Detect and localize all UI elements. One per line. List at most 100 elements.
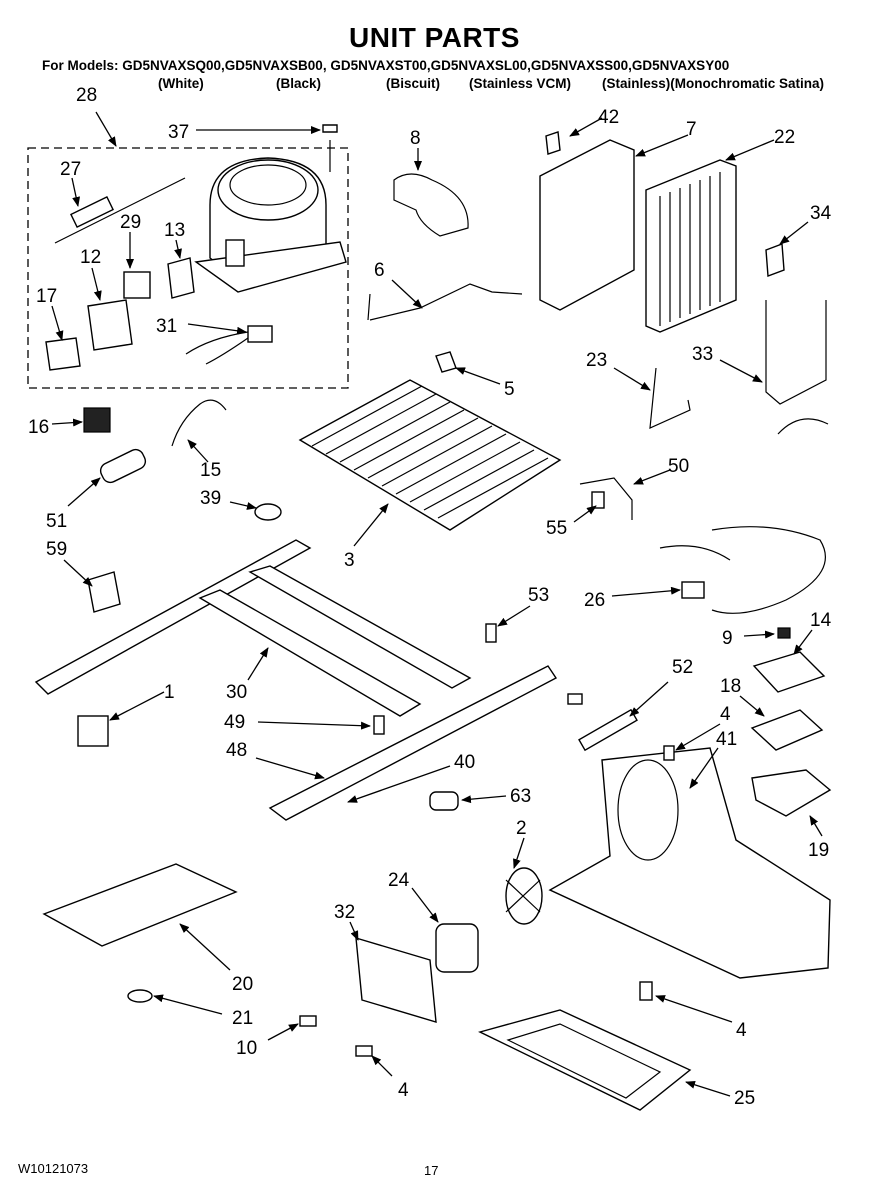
callout-34: 34 [810,203,832,224]
callout-labels: 28 37 8 42 7 22 27 29 13 12 34 6 17 31 5… [28,85,832,1109]
callout-26: 26 [584,590,605,611]
evaporator-cover-drawing [539,139,635,311]
callout-49: 49 [224,712,245,733]
callout-4-upper: 4 [720,704,731,725]
variant-black: (Black) [276,76,322,91]
screw-55-drawing [591,491,605,509]
callout-2: 2 [516,818,527,839]
callout-40: 40 [454,752,475,773]
callout-37: 37 [168,122,189,143]
callout-4-right: 4 [736,1020,747,1041]
start-device-drawing [87,299,133,351]
bracket-34-drawing [765,243,785,277]
callout-17: 17 [36,286,57,307]
callout-31: 31 [156,316,177,337]
machine-compartment-pan-drawing [548,747,831,979]
callout-7: 7 [686,119,697,140]
wire-harness-drawing [659,418,829,614]
callout-27: 27 [60,159,81,180]
compressor-drawing [194,124,347,293]
panel-20-drawing [42,863,238,947]
part-51-drawing [99,448,147,484]
screw-10-drawing [299,1015,317,1027]
base-frame-drawing [34,539,558,821]
callout-30: 30 [226,682,247,703]
callout-5: 5 [504,379,515,400]
callout-19: 19 [808,840,829,861]
callout-33: 33 [692,344,713,365]
callout-29: 29 [120,212,141,233]
part-59-drawing [87,571,121,613]
screw-40-drawing [567,693,583,705]
callout-3: 3 [344,550,355,571]
callout-51: 51 [46,511,67,532]
overload-wire-drawing [54,177,186,244]
part-1-drawing [77,715,109,747]
callout-24: 24 [388,870,410,891]
callout-4-bottom: 4 [398,1080,409,1101]
leader-lines [51,111,823,1097]
callout-16: 16 [28,417,49,438]
variant-white: (White) [158,76,204,91]
motor-bracket-drawing [355,937,437,1023]
document-number: W10121073 [18,1161,89,1176]
clip-drawing [545,131,561,155]
part-16-drawing [83,407,111,433]
fan-motor-drawing [435,923,479,973]
callout-39: 39 [200,488,221,509]
wire-23-drawing [649,367,691,429]
callout-32: 32 [334,902,355,923]
page-number: 17 [424,1163,439,1178]
callout-41: 41 [716,729,737,750]
callout-1: 1 [164,682,175,703]
compressor-harness-drawing [185,325,273,365]
clip-5-drawing [435,351,457,373]
callout-55: 55 [546,518,567,539]
control-cover-drawing [752,651,826,693]
evaporator-coil-drawing [645,159,737,333]
callout-10: 10 [236,1038,257,1059]
variant-stainless-monochromatic: (Stainless)(Monochromatic Satina) [602,76,825,91]
tube-8-drawing [393,173,469,237]
callout-21: 21 [232,1008,253,1029]
callout-18: 18 [720,676,741,697]
callout-28: 28 [76,85,97,106]
screw-49-drawing [373,715,385,735]
condenser-drawing [298,379,562,531]
callout-14: 14 [810,610,832,631]
callout-12: 12 [80,247,101,268]
callout-50: 50 [668,456,689,477]
callout-63: 63 [510,786,531,807]
callout-52: 52 [672,657,693,678]
screw-53-drawing [485,623,497,643]
callout-42: 42 [598,107,619,128]
variant-stainless-vcm: (Stainless VCM) [469,76,572,91]
relay-drawing [123,271,151,299]
callout-13: 13 [164,220,185,241]
callout-53: 53 [528,585,549,606]
tube-6-drawing [367,283,523,321]
callout-22: 22 [774,127,795,148]
screw-4a-drawing [355,1045,373,1057]
callout-59: 59 [46,539,67,560]
foot-21-drawing [127,989,153,1003]
part-9-drawing [777,627,791,639]
model-list: For Models: GD5NVAXSQ00,GD5NVAXSB00, GD5… [42,58,730,73]
screw-4b-drawing [639,981,653,1001]
callout-9: 9 [722,628,733,649]
part-63-drawing [429,791,459,811]
callout-15: 15 [200,460,221,481]
terminal-cover-drawing [45,337,81,371]
tube-33-drawing [765,300,827,405]
variant-biscuit: (Biscuit) [386,76,440,91]
callout-25: 25 [734,1088,755,1109]
page-title: UNIT PARTS [349,22,520,53]
drain-pan-drawing [478,1009,692,1111]
control-board-drawing [750,709,824,751]
compressor-kit-outline [27,147,349,389]
fan-blade-drawing [505,867,543,925]
control-box-drawing [751,769,832,817]
wire-15-drawing [171,399,227,447]
callout-20: 20 [232,974,253,995]
